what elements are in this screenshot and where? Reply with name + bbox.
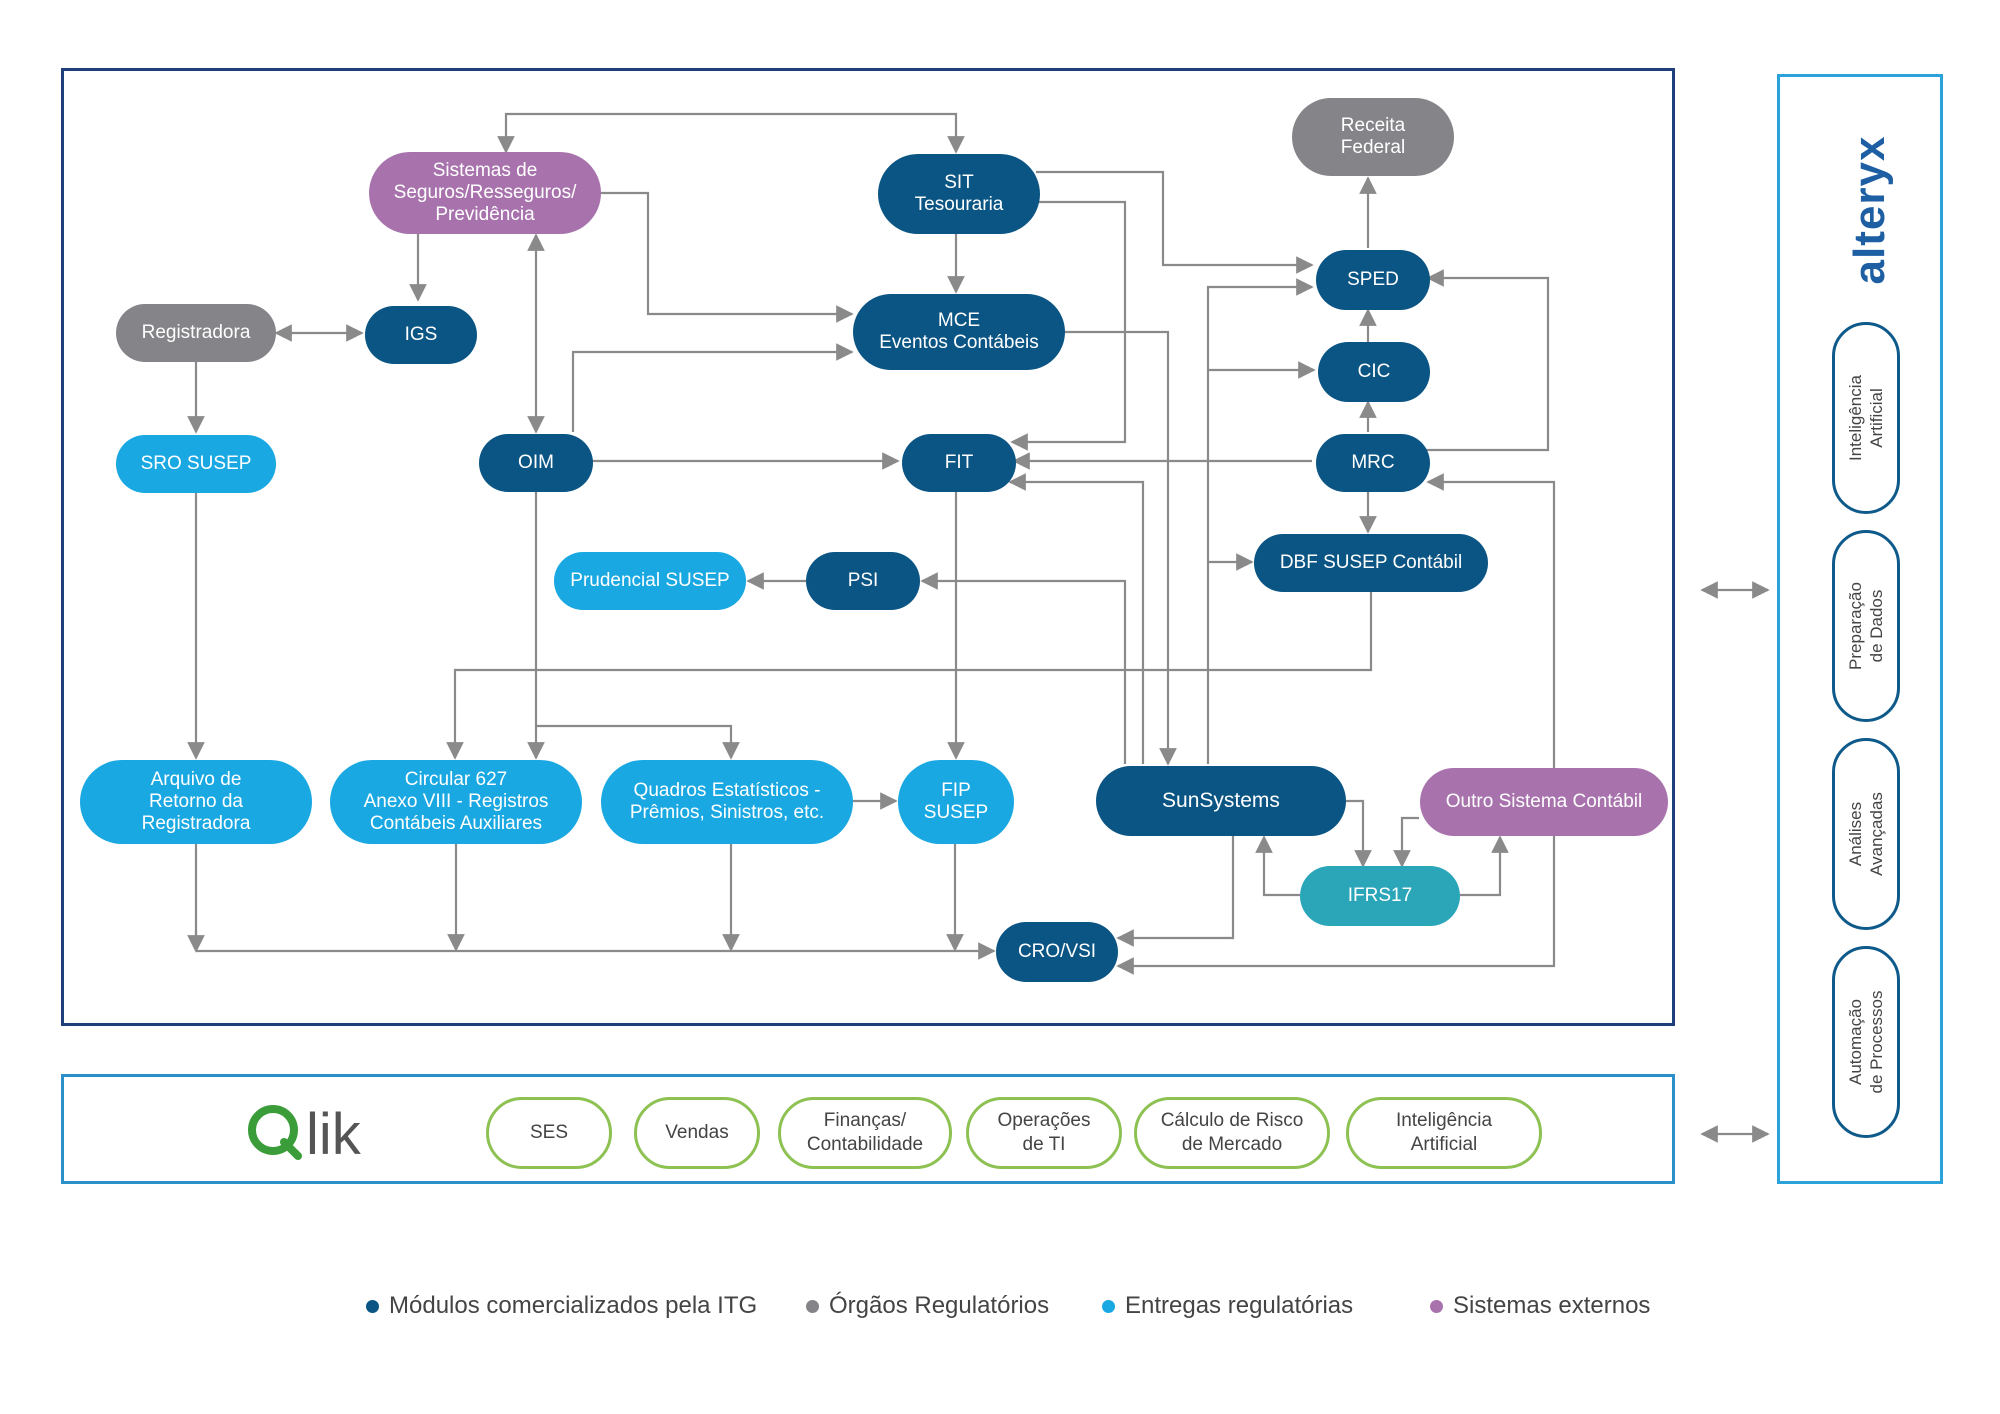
- node-quadros-estatisticos[interactable]: Quadros Estatísticos - Prêmios, Sinistro…: [601, 760, 853, 844]
- edge-outro-cro: [1116, 834, 1556, 975]
- node-mrc[interactable]: MRC: [1316, 434, 1430, 492]
- legend-label: Módulos comercializados pela ITG: [389, 1292, 758, 1319]
- qlik-pill-vendas[interactable]: Vendas: [634, 1097, 760, 1169]
- edge-sistemas-sit: [497, 112, 965, 154]
- alteryx-pill-label: Automação de Processos: [1846, 990, 1886, 1094]
- legend-item-entregas: Entregas regulatórias: [1102, 1292, 1353, 1320]
- alteryx-panel: [1777, 74, 1943, 1184]
- node-psi[interactable]: PSI: [806, 552, 920, 610]
- legend-label: Sistemas externos: [1453, 1292, 1651, 1319]
- qlik-pill-ses[interactable]: SES: [486, 1097, 612, 1169]
- edge-sunsystems-psi: [920, 572, 1127, 764]
- node-circular-627[interactable]: Circular 627 Anexo VIII - Registros Cont…: [330, 760, 582, 844]
- alteryx-pill-automacao[interactable]: Automação de Processos: [1832, 946, 1900, 1138]
- edge-ifrs17-outro: [1460, 835, 1509, 897]
- legend-item-externos: Sistemas externos: [1430, 1292, 1650, 1320]
- diagram-frame: [61, 68, 1675, 1026]
- alteryx-pill-inteligencia[interactable]: Inteligência Artificial: [1832, 322, 1900, 514]
- node-prudencial-susep[interactable]: Prudencial SUSEP: [554, 552, 746, 610]
- node-arquivo-retorno[interactable]: Arquivo de Retorno da Registradora: [80, 760, 312, 844]
- qlik-pill-operacoes[interactable]: Operações de TI: [966, 1097, 1122, 1169]
- node-fip-susep[interactable]: FIP SUSEP: [898, 760, 1014, 844]
- edge-mrc-sped: [1426, 269, 1550, 452]
- node-sistemas-seguros[interactable]: Sistemas de Seguros/Resseguros/ Previdên…: [369, 152, 601, 234]
- node-cic[interactable]: CIC: [1318, 342, 1430, 402]
- edge-outro-ifrs17: [1393, 816, 1419, 868]
- legend-item-orgaos: Órgãos Regulatórios: [806, 1292, 1049, 1320]
- node-outro-sistema[interactable]: Outro Sistema Contábil: [1420, 768, 1668, 836]
- legend-dot: [806, 1299, 819, 1313]
- edge-outro-mrc: [1426, 473, 1556, 770]
- edge-dbf-circular: [446, 592, 1373, 760]
- alteryx-pill-analises[interactable]: Análises Avançadas: [1832, 738, 1900, 930]
- edge-sit-fit: [1010, 200, 1127, 451]
- qlik-logo-text: lik: [306, 1102, 362, 1162]
- alteryx-logo-text: alteryx: [1845, 135, 1894, 285]
- node-sunsystems[interactable]: SunSystems: [1096, 766, 1346, 836]
- qlik-logo: lik: [248, 1102, 362, 1162]
- edge-sistemas-mce: [598, 191, 854, 323]
- legend-dot: [1102, 1299, 1115, 1313]
- legend-label: Órgãos Regulatórios: [829, 1292, 1050, 1319]
- node-sped[interactable]: SPED: [1316, 250, 1430, 310]
- edge-oim-mce: [571, 343, 854, 432]
- legend-label: Entregas regulatórias: [1125, 1292, 1354, 1319]
- node-mce[interactable]: MCE Eventos Contábeis: [853, 294, 1065, 370]
- node-registradora[interactable]: Registradora: [116, 304, 276, 362]
- node-sro-susep[interactable]: SRO SUSEP: [116, 435, 276, 493]
- alteryx-pill-preparacao[interactable]: Preparação de Dados: [1832, 530, 1900, 722]
- node-oim[interactable]: OIM: [479, 434, 593, 492]
- edge-sunsystems-sped: [1206, 278, 1314, 764]
- edge-sunsystems-fit: [1008, 473, 1145, 764]
- qlik-pill-financas[interactable]: Finanças/ Contabilidade: [778, 1097, 952, 1169]
- qlik-pill-calculo-risco[interactable]: Cálculo de Risco de Mercado: [1134, 1097, 1330, 1169]
- node-fit[interactable]: FIT: [902, 434, 1016, 492]
- node-dbf-susep[interactable]: DBF SUSEP Contábil: [1254, 534, 1488, 592]
- alteryx-logo: alteryx: [1810, 136, 1930, 285]
- node-igs[interactable]: IGS: [365, 306, 477, 364]
- edge-mce-sunsystems: [1062, 330, 1177, 766]
- legend-dot: [366, 1299, 379, 1313]
- edge-oim-quadros: [536, 724, 740, 760]
- legend-dot: [1430, 1299, 1443, 1313]
- edge-sunsystems-ifrs17: [1346, 799, 1372, 868]
- edge-ifrs17-sunsystems: [1255, 835, 1300, 897]
- node-receita-federal[interactable]: Receita Federal: [1292, 98, 1454, 176]
- node-cro-vsi[interactable]: CRO/VSI: [996, 922, 1118, 982]
- alteryx-pill-label: Preparação de Dados: [1846, 582, 1886, 670]
- qlik-pill-inteligencia[interactable]: Inteligência Artificial: [1346, 1097, 1542, 1169]
- alteryx-pill-label: Análises Avançadas: [1846, 792, 1886, 876]
- node-sit[interactable]: SIT Tesouraria: [878, 154, 1040, 234]
- edge-sunsystems-cro: [1116, 835, 1235, 947]
- node-ifrs17[interactable]: IFRS17: [1300, 866, 1460, 926]
- legend-item-modulos: Módulos comercializados pela ITG: [366, 1292, 757, 1320]
- edge-sit-sped: [1036, 170, 1314, 274]
- alteryx-pill-label: Inteligência Artificial: [1846, 375, 1886, 462]
- qlik-panel: [61, 1074, 1675, 1184]
